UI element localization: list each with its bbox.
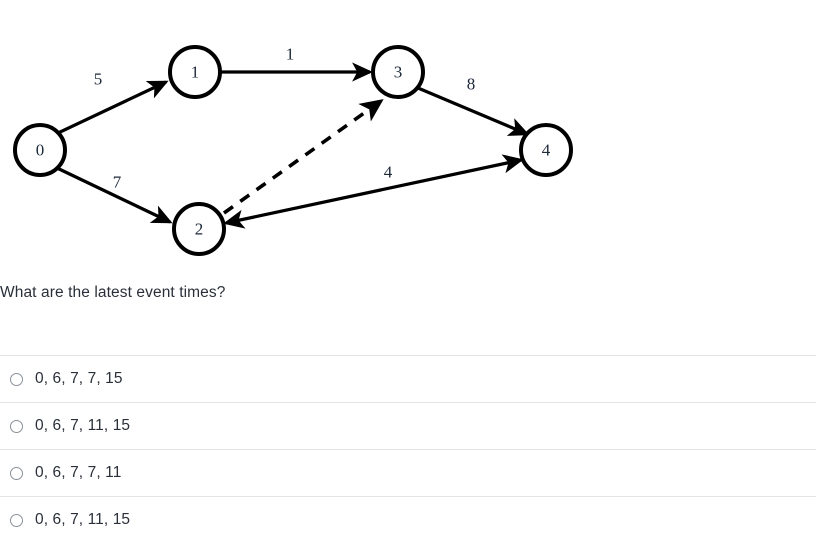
node-0-label: 0 xyxy=(36,141,45,160)
edge-weight-2-4: 4 xyxy=(384,163,393,182)
option-label: 0, 6, 7, 11, 15 xyxy=(35,417,131,434)
edge-weight-1-3: 1 xyxy=(286,45,295,64)
answer-options-list: 0, 6, 7, 7, 15 0, 6, 7, 11, 15 0, 6, 7, … xyxy=(0,355,816,543)
node-4: 4 xyxy=(519,123,573,177)
option-row-4[interactable]: 0, 6, 7, 11, 15 xyxy=(0,496,816,543)
node-0-circle xyxy=(13,123,67,177)
option-label: 0, 6, 7, 11, 15 xyxy=(35,511,131,528)
edge-0-to-1 xyxy=(57,80,169,135)
question-prompt: What are the latest event times? xyxy=(0,284,226,301)
network-diagram-region: 0 1 2 3 4 5 7 1 8 4 xyxy=(13,45,573,256)
radio-button-icon[interactable] xyxy=(10,513,23,527)
edge-weight-3-4: 8 xyxy=(467,75,476,94)
option-label: 0, 6, 7, 7, 11 xyxy=(35,464,122,481)
activity-network-diagram: 0 1 2 3 4 5 7 1 8 4 xyxy=(13,45,573,256)
radio-button-icon[interactable] xyxy=(10,372,23,386)
edge-3-to-4 xyxy=(417,86,530,136)
node-3-circle xyxy=(371,45,425,99)
node-2: 2 xyxy=(172,202,226,256)
node-1-circle xyxy=(168,45,222,99)
radio-button-icon[interactable] xyxy=(10,466,23,480)
node-3: 3 xyxy=(371,45,425,99)
option-row-1[interactable]: 0, 6, 7, 7, 15 xyxy=(0,355,816,402)
option-row-2[interactable]: 0, 6, 7, 11, 15 xyxy=(0,402,816,449)
edge-2-to-4 xyxy=(223,154,524,229)
edge-weight-0-1: 5 xyxy=(94,70,103,89)
node-3-label: 3 xyxy=(394,63,403,82)
node-2-circle xyxy=(172,202,226,256)
edge-2-to-3-dashed xyxy=(222,99,384,215)
node-4-label: 4 xyxy=(542,141,551,160)
node-4-circle xyxy=(519,123,573,177)
edge-weight-0-2: 7 xyxy=(113,173,122,192)
radio-button-icon[interactable] xyxy=(10,419,23,433)
edge-0-to-2 xyxy=(56,166,173,224)
option-label: 0, 6, 7, 7, 15 xyxy=(35,370,123,387)
node-2-label: 2 xyxy=(195,220,204,239)
node-1-label: 1 xyxy=(191,63,200,82)
node-0: 0 xyxy=(13,123,67,177)
node-1: 1 xyxy=(168,45,222,99)
option-row-3[interactable]: 0, 6, 7, 7, 11 xyxy=(0,449,816,496)
